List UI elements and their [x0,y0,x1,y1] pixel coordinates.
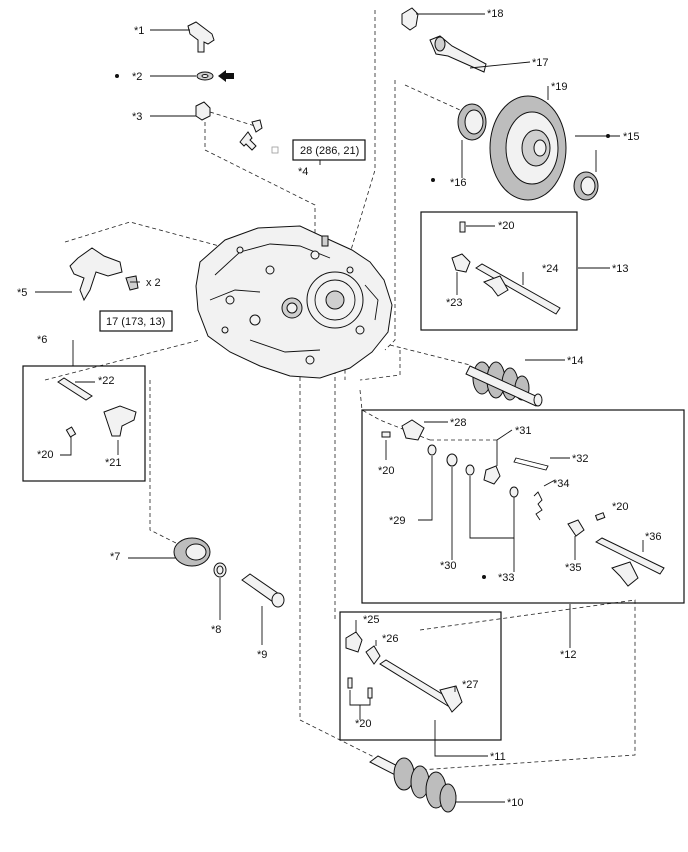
callout-2: *2 [132,71,142,83]
box-13 [420,211,578,331]
callout-25: *25 [363,614,380,626]
part-1-lever [150,21,215,53]
callout-18: *18 [487,8,504,20]
quantity-label: x 2 [146,277,161,289]
torque-box-4 [292,139,366,161]
callout-20d: *20 [612,501,629,513]
box-6 [22,365,146,482]
callout-26: *26 [382,633,399,645]
part-19-differential [489,86,567,201]
callout-20e: *20 [355,718,372,730]
non-reusable-square-icon [271,146,279,154]
callout-27: *27 [462,679,479,691]
callout-31: *31 [515,425,532,437]
callout-17: *17 [532,57,549,69]
bullet-mark-icon [606,134,610,138]
part-5-fork [35,247,139,302]
callout-8: *8 [211,624,221,636]
part-21-lock [103,405,137,455]
callout-7: *7 [110,551,120,563]
apply-arrow-icon [218,70,234,82]
part-15-bearing [573,150,599,201]
callout-16: *16 [450,177,467,189]
box-12 [361,409,685,604]
part-3-bracket [150,101,279,154]
part-16-bearing [457,103,487,178]
part-2-ring [150,70,234,82]
callout-11: *11 [490,751,506,763]
part-14-shaft [465,359,565,407]
callout-6: *6 [37,334,47,346]
callout-33: *33 [498,572,515,584]
callout-9: *9 [257,649,267,661]
bullet-mark-icon [115,74,119,78]
part-12-assembly [381,419,665,648]
part-18-sensor [401,7,485,31]
callout-34: *34 [553,478,570,490]
callout-35: *35 [565,562,582,574]
callout-20c: *20 [378,465,395,477]
part-9-sleeve [241,573,285,645]
callout-1: *1 [134,25,144,37]
callout-labels: *1 *2 *3 *4 *5 x 2 *6 *22 *20 *21 *7 *8 … [17,8,662,809]
torque-value-5: 17 (173, 13) [106,316,165,328]
bolt-arrow-icon [239,131,257,151]
callout-36: *36 [645,531,662,543]
part-7-gear [128,537,211,567]
bullet-mark-icon [431,178,435,182]
part-22-pin [57,377,95,401]
callout-20a: *20 [37,449,54,461]
part-13-assembly [451,221,561,315]
callout-29: *29 [389,515,406,527]
callout-32: *32 [572,453,589,465]
part-8-washer [213,562,227,620]
box-11 [339,611,502,741]
callout-22: *22 [98,375,115,387]
torque-box-5 [99,310,173,332]
callout-19: *19 [551,81,568,93]
leader-lines [72,135,620,366]
callout-4: *4 [298,166,308,178]
callout-15: *15 [623,131,640,143]
callout-20b: *20 [498,220,515,232]
callout-23: *23 [446,297,463,309]
torque-value-4: 28 (286, 21) [300,145,359,157]
part-20a-pin [60,426,77,456]
callout-5: *5 [17,287,27,299]
callout-10: *10 [507,797,524,809]
callout-3: *3 [132,111,142,123]
callout-21: *21 [105,457,122,469]
part-10-shaft [369,755,505,813]
callout-13: *13 [612,263,629,275]
part-11-assembly [345,620,488,757]
callout-24: *24 [542,263,559,275]
callout-14: *14 [567,355,584,367]
part-17-shaft [429,35,531,73]
callout-12: *12 [560,649,577,661]
callout-30: *30 [440,560,457,572]
callout-28: *28 [450,417,467,429]
transaxle-case [195,225,393,379]
bullet-mark-icon [482,575,486,579]
